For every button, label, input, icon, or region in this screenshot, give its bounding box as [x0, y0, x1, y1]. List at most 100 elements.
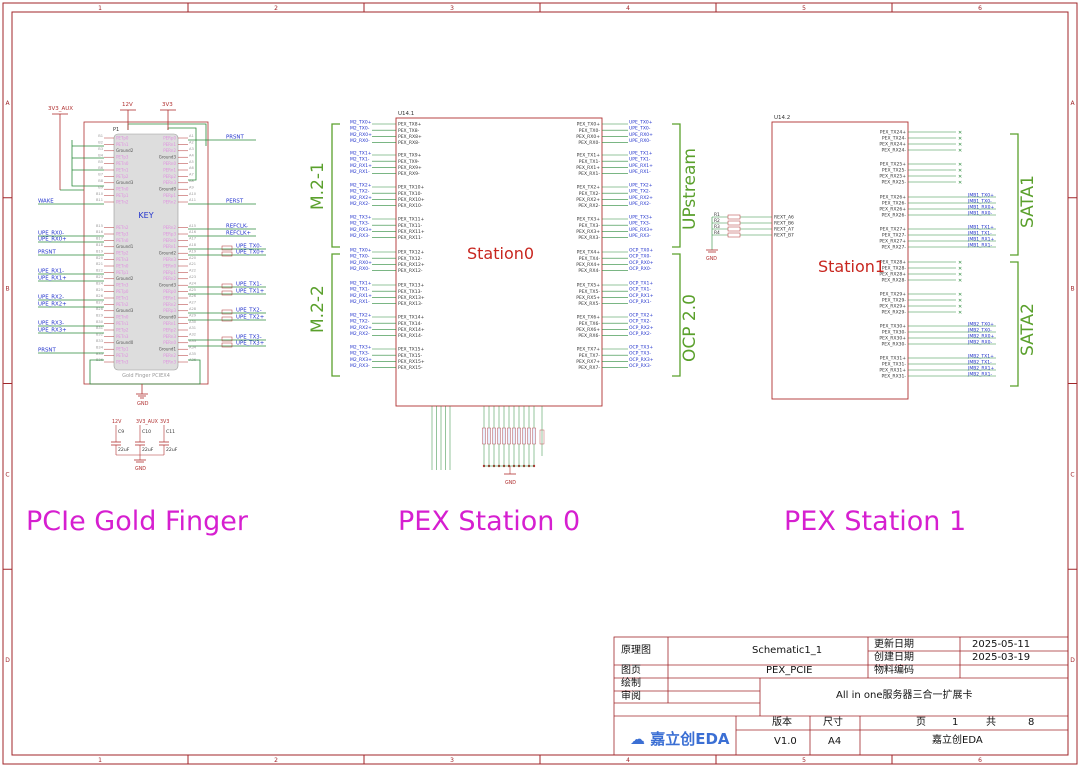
net-label: M2_TX1+ — [350, 280, 372, 286]
pin-label: PEX_TX15+ — [398, 347, 424, 353]
tb-company: 嘉立创EDA — [932, 735, 983, 746]
net-label: PRSNT — [226, 135, 244, 141]
net-label: UPE_RX1+ — [38, 276, 67, 282]
pin-number: A8 — [189, 179, 194, 183]
net-label: JMB2_TX0- — [967, 327, 992, 333]
pin-number: B8 — [98, 179, 103, 183]
net-label: UPE_TX1+ — [629, 150, 653, 156]
net-label: M2_TX1- — [350, 287, 370, 293]
pin-label: Ground3 — [116, 180, 134, 185]
net-label: UPE_RX0+ — [629, 132, 653, 138]
pin-label: PEX_TX30+ — [880, 324, 906, 330]
net-label: OCP_TX2+ — [629, 312, 653, 318]
net-label: UPE_RX3+ — [38, 328, 67, 334]
tb-page-value: PEX_PCIE — [766, 665, 813, 676]
pin-label: PETn2 — [116, 199, 129, 204]
pin-number: B23 — [96, 275, 103, 279]
net-label: UPE_TX0- — [629, 126, 651, 132]
net-label: UPE_RX1- — [629, 169, 651, 175]
pin-label: PEX_RX4- — [578, 268, 600, 274]
pin-label: PETn3 — [116, 283, 129, 288]
no-connect-icon: ✕ — [958, 298, 962, 304]
pin-number: B10 — [96, 192, 104, 196]
net-label: M2_RX3+ — [350, 227, 372, 233]
net-label: UPE_TX2- — [236, 308, 262, 314]
cap-ref: C9 — [118, 429, 124, 435]
section-title-station0: PEX Station 0 — [398, 506, 581, 537]
pin-label: PERp2 — [163, 327, 176, 332]
pin-label: PERn2 — [163, 199, 176, 204]
pin-number: A11 — [189, 198, 196, 202]
title-block-frame — [613, 636, 1069, 756]
pin-number: A30 — [189, 320, 197, 324]
net-label: M2_TX2+ — [350, 182, 372, 188]
reset-resistor — [727, 232, 741, 238]
net-label: M2_RX1+ — [350, 163, 372, 169]
pin-number: B7 — [98, 173, 103, 177]
pin-label: PERn3 — [163, 180, 176, 185]
net-label: UPE_RX2+ — [629, 195, 653, 201]
station1-name: Station1 — [818, 257, 886, 276]
net-label: M2_RX3- — [350, 233, 370, 239]
pin-label: PEX_RX27- — [882, 245, 907, 251]
pin-label: Ground0 — [159, 187, 177, 192]
pin-label: PEX_RX15+ — [398, 359, 425, 365]
pin-label: Ground1 — [116, 244, 134, 249]
group-label-upstream: UPstream — [680, 148, 700, 230]
net-label: M2_TX1- — [350, 157, 370, 163]
net-label: M2_TX0+ — [350, 247, 372, 253]
pin-number: A27 — [189, 301, 196, 305]
no-connect-icon: ✕ — [958, 168, 962, 174]
pin-label: PETp3 — [116, 155, 129, 160]
frame-row-mark: B — [1070, 286, 1074, 293]
pin-number: A20 — [189, 256, 197, 260]
pin-label: PETn2 — [116, 353, 129, 358]
tb-schematic-value: Schematic1_1 — [752, 645, 823, 656]
cap-ref: C11 — [166, 429, 175, 435]
pin-label: PEX_TX9- — [398, 159, 420, 165]
net-label: M2_TX3+ — [350, 214, 372, 220]
pin-label: PEX_TX24+ — [880, 130, 906, 136]
pin-label: PEX_RX29- — [882, 310, 907, 316]
pin-label: PEX_TX9+ — [398, 153, 422, 159]
pin-label: PEX_TX0- — [579, 128, 601, 134]
no-connect-icon: ✕ — [958, 310, 962, 316]
resistor-ref: R2 — [714, 218, 720, 224]
net-label: JMB1_TX1- — [967, 230, 992, 236]
pin-label: PEX_TX6- — [579, 321, 601, 327]
pin-label: PEX_TX12+ — [398, 250, 424, 256]
tb-page-num-label: 页 — [916, 717, 926, 728]
gnd-label: GND — [135, 466, 146, 472]
frame-col-mark: 1 — [98, 5, 102, 12]
pin-label: PEX_RX6- — [578, 333, 600, 339]
pin-label: PEX_TX8- — [398, 128, 420, 134]
pin-number: A4 — [189, 153, 194, 157]
tb-page-num: 1 — [952, 717, 959, 728]
pin-label: PEX_TX31+ — [880, 356, 906, 362]
net-label: M2_RX2- — [350, 331, 370, 337]
pin-number: A25 — [189, 288, 196, 292]
net-label: UPE_TX0+ — [236, 250, 264, 256]
net-label: UPE_TX0- — [236, 244, 262, 250]
pin-label: Ground2 — [116, 148, 134, 153]
net-label: JMB1_TX0+ — [967, 192, 994, 198]
net-label: UPE_RX2- — [38, 295, 64, 301]
pin-label: PERp1 — [163, 193, 176, 198]
pin-number: A21 — [189, 262, 196, 266]
pin-number: B26 — [96, 294, 104, 298]
frame-col-mark: 6 — [978, 5, 982, 12]
strap-resistor — [492, 427, 496, 445]
pin-number: B20 — [96, 256, 104, 260]
pin-label: PEX_TX5+ — [577, 283, 601, 289]
pin-number: A24 — [189, 281, 197, 285]
pin-label: PETp0 — [116, 135, 129, 140]
gold-finger-part-label: Gold Finger PCIEX4 — [122, 373, 170, 379]
cap-value: 22uF — [142, 447, 154, 453]
pin-label: PERp0 — [163, 135, 176, 140]
net-label: JMB2_TX1+ — [967, 353, 994, 359]
cap-rail: 12V — [112, 419, 122, 425]
pin-label: PEX_TX11+ — [398, 217, 424, 223]
